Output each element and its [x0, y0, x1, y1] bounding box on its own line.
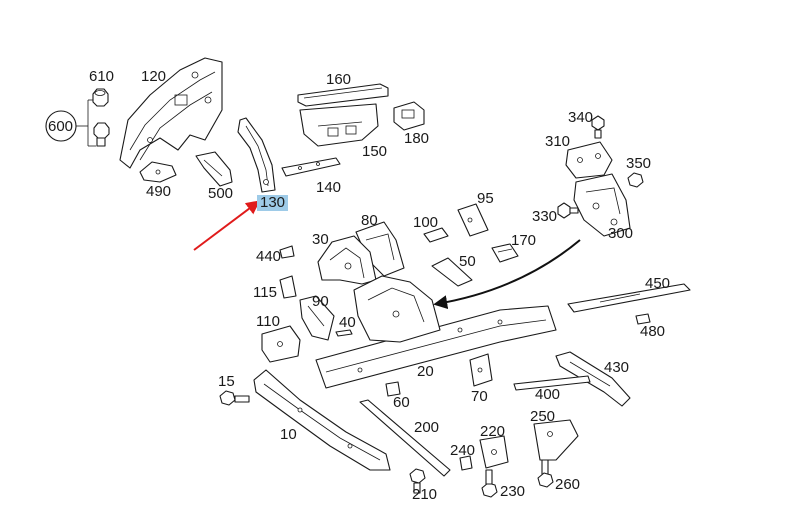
part-400-strip[interactable] [513, 375, 591, 391]
label-200[interactable]: 200 [414, 419, 440, 436]
label-70[interactable]: 70 [471, 388, 488, 405]
part-50-bracket[interactable] [431, 257, 473, 287]
part-500-bracket[interactable] [195, 151, 233, 187]
label-490[interactable]: 490 [146, 183, 172, 200]
label-310[interactable]: 310 [545, 133, 571, 150]
label-60[interactable]: 60 [393, 394, 410, 411]
label-450[interactable]: 450 [645, 275, 671, 292]
part-430-rail[interactable] [555, 351, 631, 407]
part-100-bracket[interactable] [423, 227, 449, 243]
part-10-crossmember[interactable] [253, 369, 391, 471]
label-100[interactable]: 100 [413, 214, 439, 231]
label-170[interactable]: 170 [511, 232, 537, 249]
label-230[interactable]: 230 [500, 483, 526, 500]
label-15[interactable]: 15 [218, 373, 235, 390]
part-440-clip[interactable] [279, 245, 295, 259]
part-480-clip[interactable] [635, 313, 651, 325]
label-440[interactable]: 440 [256, 248, 282, 265]
label-115[interactable]: 115 [253, 284, 277, 301]
part-450-rail[interactable] [567, 283, 691, 313]
part-330-bolt[interactable] [557, 202, 579, 219]
label-500[interactable]: 500 [208, 185, 234, 202]
part-40-pin[interactable] [335, 329, 353, 337]
label-180[interactable]: 180 [404, 130, 430, 147]
part-240-bushing[interactable] [459, 455, 473, 471]
label-120[interactable]: 120 [141, 68, 167, 85]
part-160-rail[interactable] [297, 83, 389, 107]
label-400[interactable]: 400 [535, 386, 561, 403]
part-250-bracket[interactable] [533, 419, 579, 461]
label-260[interactable]: 260 [555, 476, 581, 493]
label-330[interactable]: 330 [532, 208, 558, 225]
label-30[interactable]: 30 [312, 231, 329, 248]
label-95[interactable]: 95 [477, 190, 494, 207]
label-160[interactable]: 160 [326, 71, 352, 88]
label-480[interactable]: 480 [640, 323, 666, 340]
label-240[interactable]: 240 [450, 442, 476, 459]
part-610-nut[interactable] [92, 88, 109, 107]
part-170-bracket[interactable] [491, 243, 519, 263]
part-340-bolt[interactable] [591, 115, 605, 139]
part-230-bolt[interactable] [481, 469, 498, 498]
label-130-highlighted[interactable]: 130 [257, 195, 289, 211]
label-340[interactable]: 340 [568, 109, 594, 126]
part-350-nut[interactable] [627, 172, 644, 188]
part-110-bracket[interactable] [261, 325, 301, 363]
part-20-frame-rail[interactable] [315, 275, 557, 389]
part-600-bolt[interactable] [93, 122, 110, 147]
label-140[interactable]: 140 [316, 179, 342, 196]
label-610[interactable]: 610 [89, 68, 115, 85]
part-95-plate[interactable] [457, 203, 489, 237]
label-110[interactable]: 110 [256, 313, 280, 330]
label-50[interactable]: 50 [459, 253, 476, 270]
label-600[interactable]: 600 [48, 118, 74, 135]
part-220-bracket[interactable] [479, 435, 509, 469]
label-150[interactable]: 150 [362, 143, 388, 160]
part-115-bracket[interactable] [279, 275, 297, 299]
label-210[interactable]: 210 [412, 486, 438, 503]
label-20[interactable]: 20 [417, 363, 434, 380]
part-15-bolt[interactable] [219, 390, 250, 406]
part-200-brace[interactable] [359, 399, 451, 477]
label-220[interactable]: 220 [480, 423, 506, 440]
part-150-crossmember[interactable] [299, 103, 379, 147]
part-70-bracket[interactable] [469, 353, 493, 387]
label-300[interactable]: 300 [608, 225, 634, 242]
part-210-bolt[interactable] [409, 468, 426, 494]
label-80[interactable]: 80 [361, 212, 378, 229]
part-600-fastener-set[interactable] [45, 99, 96, 147]
label-40[interactable]: 40 [339, 314, 356, 331]
part-310-bracket[interactable] [565, 141, 613, 179]
label-90[interactable]: 90 [312, 293, 329, 310]
part-490-bracket[interactable] [139, 161, 177, 183]
part-130-pillar[interactable] [237, 117, 276, 193]
part-180-bracket[interactable] [393, 101, 425, 131]
label-350[interactable]: 350 [626, 155, 652, 172]
part-60-bushing[interactable] [385, 381, 401, 397]
label-10[interactable]: 10 [280, 426, 297, 443]
assembly-arrow [433, 239, 581, 310]
part-120-wheelhouse[interactable] [119, 57, 223, 169]
part-260-bolt[interactable] [537, 459, 554, 488]
part-300-mount[interactable] [573, 173, 631, 237]
highlight-arrow [193, 200, 261, 251]
part-140-strip[interactable] [281, 157, 341, 177]
part-90-panel[interactable] [299, 295, 335, 341]
label-250[interactable]: 250 [530, 408, 556, 425]
label-430[interactable]: 430 [604, 359, 630, 376]
